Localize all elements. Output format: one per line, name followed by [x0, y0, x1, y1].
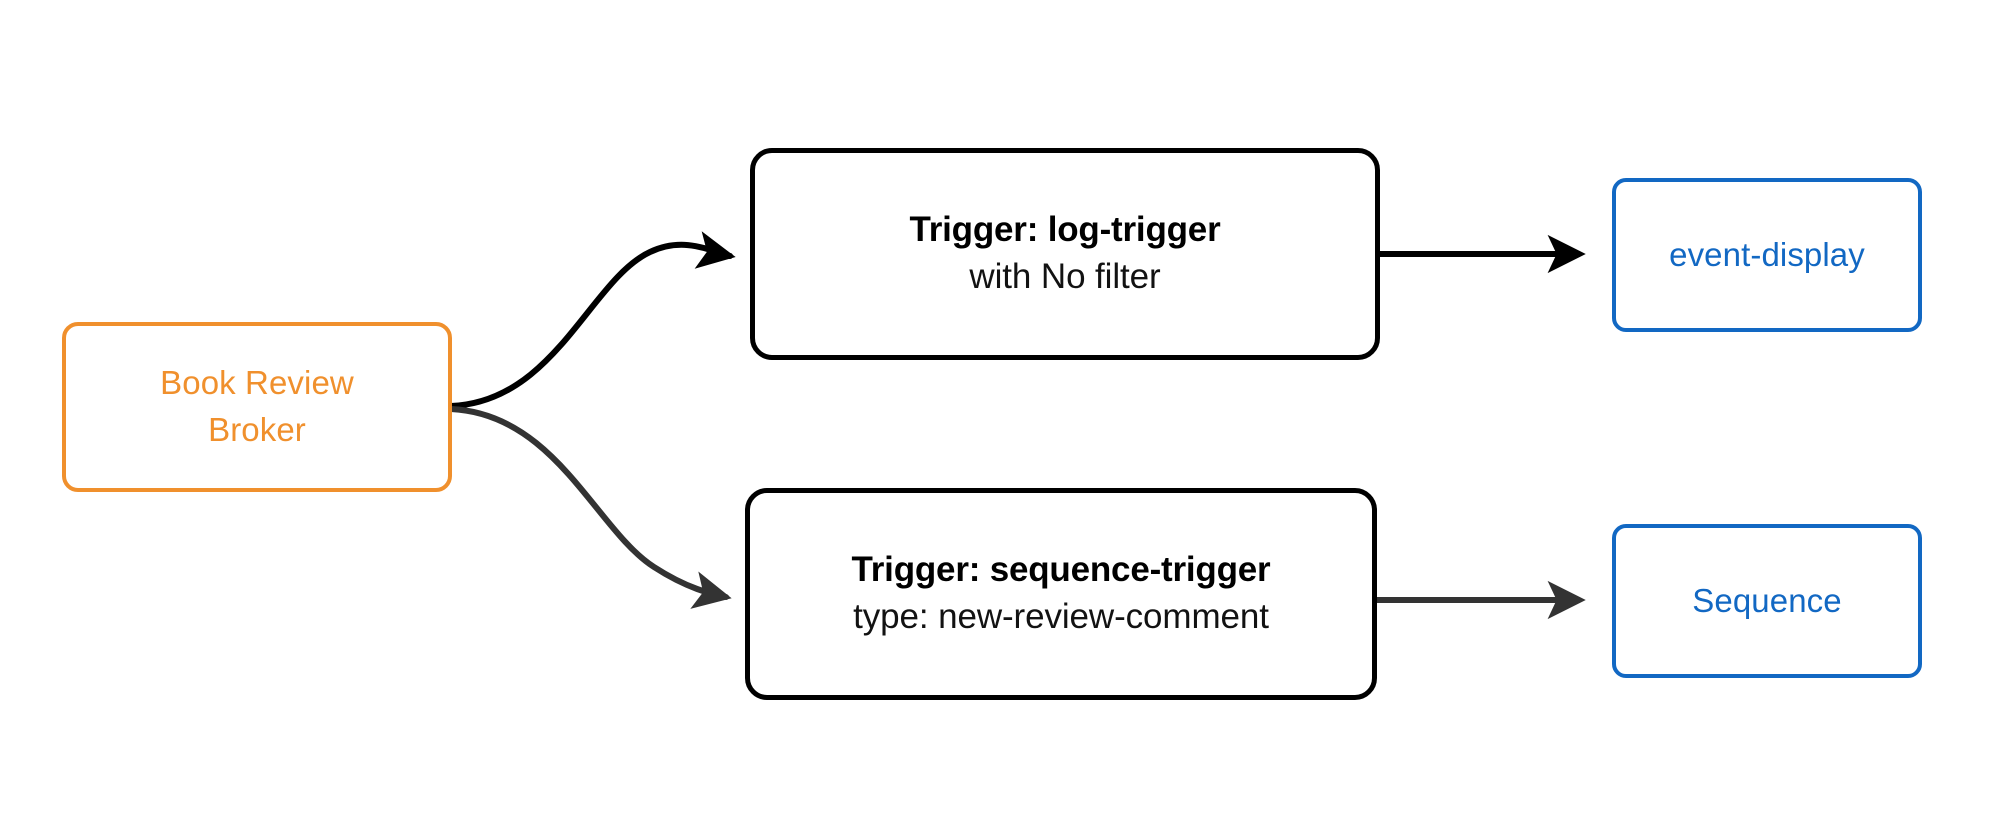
event-display-label: event-display [1669, 235, 1865, 273]
node-event-display[interactable]: event-display [1612, 178, 1922, 332]
sequence-trigger-subtitle: type: new-review-comment [853, 597, 1269, 636]
node-sequence-trigger[interactable]: Trigger: sequence-trigger type: new-revi… [745, 488, 1377, 700]
sequence-label: Sequence [1692, 581, 1842, 619]
broker-label-line-2: Broker [208, 411, 306, 448]
sequence-trigger-title: Trigger: sequence-trigger [851, 550, 1271, 590]
node-book-review-broker[interactable]: Book Review Broker [62, 322, 452, 492]
edge-broker-to-sequence-trigger [448, 406, 732, 609]
edge-broker-to-log-trigger [448, 231, 736, 409]
log-trigger-subtitle: with No filter [969, 257, 1161, 296]
node-sequence[interactable]: Sequence [1612, 524, 1922, 678]
broker-label-line-1: Book Review [160, 364, 354, 402]
node-log-trigger[interactable]: Trigger: log-trigger with No filter [750, 148, 1380, 360]
log-trigger-title: Trigger: log-trigger [909, 210, 1221, 250]
